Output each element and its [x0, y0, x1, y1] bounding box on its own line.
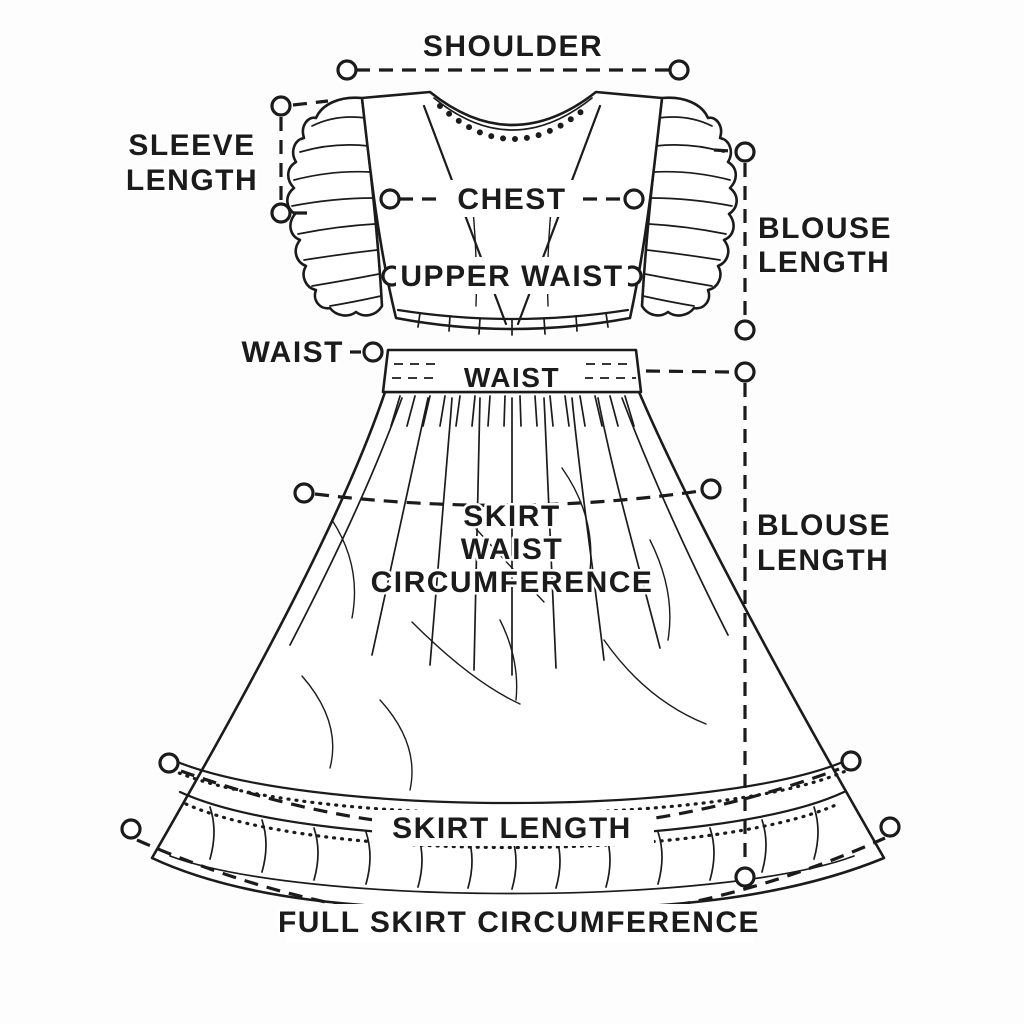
label-blouse-length-upper-line1: BLOUSE: [758, 212, 892, 245]
left-sleeve-ruffle-lines: [291, 116, 382, 307]
measure-endpoint: [668, 59, 690, 81]
label-sleeve-length-line2: LENGTH: [126, 164, 258, 197]
full-skirt-circumference-measure-line: [136, 836, 886, 924]
hem-ruffle-squiggles: [209, 806, 819, 890]
left-sleeve-ruffle: [286, 96, 384, 317]
label-bg: [445, 180, 580, 217]
measure-endpoint: [270, 202, 292, 224]
blouse-length-lower-measure-line: [645, 369, 747, 866]
skirt-length-measurement: [158, 750, 862, 832]
label-bg: [286, 904, 754, 942]
measure-endpoint: [840, 750, 862, 772]
label-blouse-length-lower-line1: BLOUSE: [757, 509, 891, 542]
blouse-length-upper-measurement: [713, 141, 756, 341]
measure-endpoint: [734, 361, 756, 383]
measure-endpoint: [734, 319, 756, 341]
skirt-crease-lines: [301, 467, 707, 791]
label-bg: [440, 361, 585, 389]
measure-endpoint: [379, 188, 401, 210]
skirt-waist-circumference-measurement: [293, 478, 722, 507]
waist-side-measurement: [350, 341, 384, 363]
full-skirt-circumference-measurement: [120, 816, 901, 924]
label-blouse-length-upper-line2: LENGTH: [758, 246, 890, 279]
measure-endpoint: [623, 188, 645, 210]
measure-endpoint: [734, 141, 756, 163]
blouse-length-lower-measurement: [645, 361, 756, 888]
label-waist-side: WAIST: [242, 336, 345, 369]
label-skirt-waist-circumference-line3: CIRCUMFERENCE: [371, 566, 654, 599]
measure-endpoint: [293, 482, 315, 504]
neckline-trim-dots: [437, 103, 591, 142]
label-sleeve-length-line1: SLEEVE: [128, 129, 255, 162]
collar-line: [433, 97, 593, 131]
label-full-skirt-circumference: FULL SKIRT CIRCUMFERENCE: [278, 906, 760, 939]
label-skirt-waist-circumference-line1: SKIRT: [463, 500, 561, 533]
blouse-hem-ticks: [417, 312, 609, 336]
hem-edge-line: [169, 855, 855, 895]
label-shoulder: SHOULDER: [423, 30, 603, 63]
sleeve-length-measurement: [270, 95, 329, 224]
label-skirt-length: SKIRT LENGTH: [392, 812, 632, 845]
skirt-waist-circumference-measure-line: [314, 489, 701, 507]
measurement-labels: SHOULDER SLEEVE LENGTH CHEST UPPER WAIST…: [123, 28, 893, 942]
chest-measurement: [379, 188, 645, 210]
measure-endpoint: [270, 95, 292, 117]
label-chest: CHEST: [457, 183, 566, 216]
label-blouse-length-lower-line2: LENGTH: [757, 544, 889, 577]
right-sleeve-ruffle: [640, 96, 738, 317]
right-sleeve-ruffle-lines: [642, 116, 733, 307]
measure-endpoint: [734, 866, 756, 888]
label-bg: [396, 257, 628, 294]
skirt-gather-ticks: [390, 395, 635, 427]
measure-endpoint: [336, 59, 358, 81]
measure-endpoint: [700, 478, 722, 500]
label-skirt-waist-circumference-line2: WAIST: [461, 533, 564, 566]
measure-endpoint: [158, 752, 180, 774]
label-upper-waist: UPPER WAIST: [400, 260, 623, 293]
label-bg: [372, 810, 654, 846]
measure-endpoint: [120, 818, 142, 840]
shoulder-measurement: [336, 59, 690, 81]
skirt-length-measure-line: [180, 767, 840, 832]
blouse-length-upper-measure-line: [713, 148, 747, 319]
sleeve-length-measure-line: [279, 99, 329, 215]
measurements: [120, 59, 901, 924]
measure-endpoint: [362, 341, 384, 363]
label-waistband: WAIST: [464, 362, 560, 393]
measure-endpoint: [879, 816, 901, 838]
